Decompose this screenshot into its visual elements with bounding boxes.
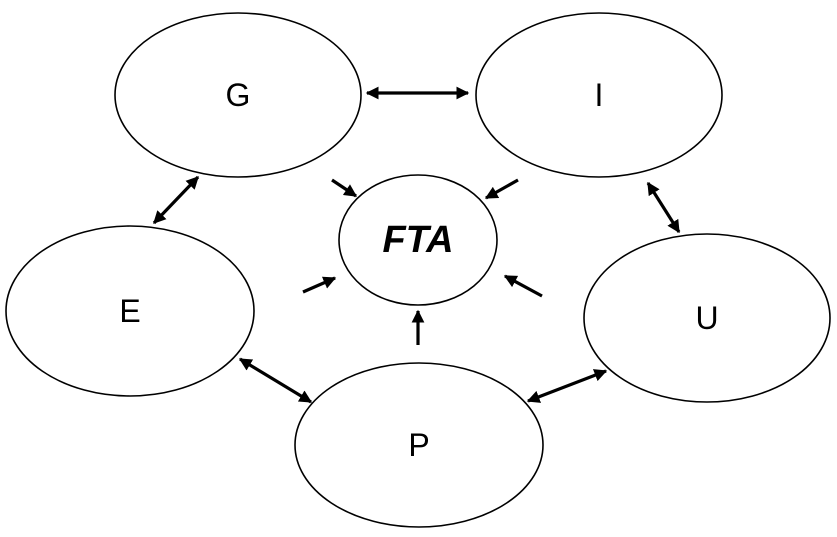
arrow-e-to-fta [302,276,337,294]
node-i-ellipse [475,12,723,178]
node-e: E [5,225,255,397]
node-e-ellipse [5,225,255,397]
node-fta-label: FTA [382,219,453,261]
node-u-label: U [695,300,718,336]
node-g-ellipse [114,12,362,178]
arrow-e-p [238,357,313,404]
node-u-ellipse [583,233,831,403]
node-g: G [114,12,362,178]
node-fta: FTA [338,174,498,306]
arrow-u-to-fta [503,274,543,298]
arrow-i-to-fta [484,178,519,200]
node-i: I [475,12,723,178]
node-e-label: E [119,293,140,329]
node-p-label: P [408,427,429,463]
arrow-g-to-fta [331,178,358,198]
node-g-label: G [226,77,251,113]
arrow-i-u [646,181,681,234]
node-u: U [583,233,831,403]
node-fta-ellipse [338,174,498,306]
node-i-label: I [595,77,604,113]
arrow-g-e [152,175,200,225]
node-p-ellipse [294,362,544,528]
arrow-p-u [526,369,608,403]
node-p: P [294,362,544,528]
